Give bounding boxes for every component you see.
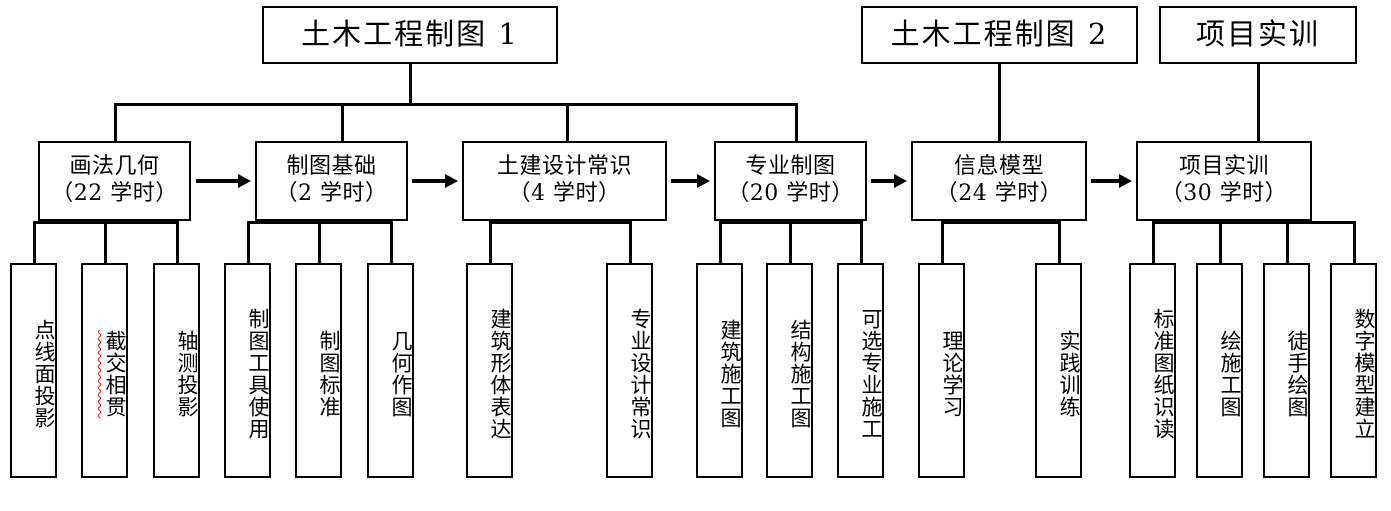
topic-box-digital-model-building[interactable]: 数字模型建立 xyxy=(1330,263,1377,478)
module-box-professional-drawing[interactable]: 专业制图 （20 学时） xyxy=(714,141,867,221)
course-box-project-training[interactable]: 项目实训 xyxy=(1159,6,1357,64)
module-box-information-model[interactable]: 信息模型 （24 学时） xyxy=(911,141,1087,221)
connector-drop-topic-8 xyxy=(629,221,632,264)
topic-label: 徒手绘图 xyxy=(1285,329,1309,418)
connector-course2-drop xyxy=(998,64,1001,141)
connector-drop-topic-15 xyxy=(1219,221,1222,264)
topic-label: 制图工具使用 xyxy=(246,307,270,440)
module-box-civil-design-knowledge[interactable]: 土建设计常识 （4 学时） xyxy=(462,141,667,221)
connector-bus-module-2 xyxy=(247,221,392,224)
topic-box-practical-training[interactable]: 实践训练 xyxy=(1035,263,1082,478)
topic-label: 数字模型建立 xyxy=(1352,307,1376,440)
topic-label: 轴测投影 xyxy=(175,329,199,418)
connector-course1-drop-2 xyxy=(341,103,344,141)
module-hours: （20 学时） xyxy=(727,181,854,206)
arrow-module4-to-module5 xyxy=(871,174,907,188)
connector-course1-drop-1 xyxy=(114,103,117,141)
topic-box-professional-design-knowledge[interactable]: 专业设计常识 xyxy=(606,263,653,478)
connector-drop-topic-7 xyxy=(489,221,492,264)
topic-label: 标准图纸识读 xyxy=(1151,307,1175,440)
arrow-module1-to-module2 xyxy=(196,174,251,188)
module-hours: （22 学时） xyxy=(51,181,178,206)
module-hours: （4 学时） xyxy=(508,181,621,206)
topic-box-drawing-tool-usage[interactable]: 制图工具使用 xyxy=(224,263,271,478)
module-name: 制图基础 xyxy=(286,154,377,180)
topic-box-drawing-standards[interactable]: 制图标准 xyxy=(295,263,342,478)
connector-bus-module-3 xyxy=(489,221,631,224)
connector-drop-topic-5 xyxy=(318,221,321,264)
arrow-module5-to-module6 xyxy=(1091,174,1132,188)
module-box-descriptive-geometry[interactable]: 画法几何 （22 学时） xyxy=(38,141,191,221)
topic-box-theory-study[interactable]: 理论学习 xyxy=(918,263,965,478)
topic-box-axonometric-projection[interactable]: 轴测投影 xyxy=(153,263,200,478)
course-box-label: 土木工程制图 1 xyxy=(301,17,519,52)
connector-bus-module-6 xyxy=(1152,221,1356,224)
topic-box-architectural-construction-drawing[interactable]: 建筑施工图 xyxy=(696,263,743,478)
topic-box-freehand-drawing[interactable]: 徒手绘图 xyxy=(1263,263,1310,478)
topic-label: 建筑施工图 xyxy=(718,318,742,429)
connector-drop-topic-13 xyxy=(1058,221,1061,264)
topic-label: 理论学习 xyxy=(940,329,964,418)
connector-drop-topic-14 xyxy=(1152,221,1155,264)
course-box-civil-drawing-2[interactable]: 土木工程制图 2 xyxy=(861,6,1138,64)
topic-box-point-line-plane-projection[interactable]: 点线面投影 xyxy=(10,263,57,478)
module-name: 项目实训 xyxy=(1178,154,1269,180)
connector-drop-topic-10 xyxy=(789,221,792,264)
connector-drop-topic-6 xyxy=(390,221,393,264)
connector-bus-module-4 xyxy=(719,221,862,224)
topic-label: 制图标准 xyxy=(317,329,341,418)
topic-label: 截交相贯 xyxy=(103,329,127,418)
module-box-drawing-basics[interactable]: 制图基础 （2 学时） xyxy=(255,141,408,221)
connector-course1-drop-3 xyxy=(566,103,569,141)
connector-drop-topic-11 xyxy=(860,221,863,264)
module-name: 专业制图 xyxy=(745,154,836,180)
module-hours: （30 学时） xyxy=(1160,181,1288,206)
topic-box-draw-construction-drawing[interactable]: 绘施工图 xyxy=(1196,263,1243,478)
arrow-module3-to-module4 xyxy=(671,174,710,188)
topic-label: 实践训练 xyxy=(1057,329,1081,418)
topic-label: 可选专业施工 xyxy=(859,307,883,440)
topic-box-standard-drawing-reading[interactable]: 标准图纸识读 xyxy=(1129,263,1176,478)
topic-label: 绘施工图 xyxy=(1218,329,1242,418)
module-name: 信息模型 xyxy=(953,154,1044,180)
topic-box-optional-professional-construction[interactable]: 可选专业施工 xyxy=(837,263,884,478)
topic-label: 建筑形体表达 xyxy=(488,307,512,440)
topic-label: 专业设计常识 xyxy=(628,307,652,440)
module-name: 土建设计常识 xyxy=(496,154,632,180)
connector-course3-drop xyxy=(1257,64,1260,141)
topic-box-structural-construction-drawing[interactable]: 结构施工图 xyxy=(766,263,813,478)
course-box-civil-drawing-1[interactable]: 土木工程制图 1 xyxy=(262,6,558,64)
connector-bus-module-5 xyxy=(941,221,1061,224)
course-box-label: 项目实训 xyxy=(1195,17,1320,52)
connector-course1-bus xyxy=(114,103,797,106)
topic-box-section-intersection[interactable]: 截交相贯 xyxy=(81,263,128,478)
connector-drop-topic-9 xyxy=(719,221,722,264)
topic-box-architectural-form-expression[interactable]: 建筑形体表达 xyxy=(466,263,513,478)
topic-label: 几何作图 xyxy=(389,329,413,418)
connector-drop-topic-1 xyxy=(33,221,36,264)
connector-drop-topic-17 xyxy=(1353,221,1356,264)
connector-drop-topic-2 xyxy=(104,221,107,264)
topic-label: 点线面投影 xyxy=(32,318,56,429)
module-hours: （2 学时） xyxy=(275,181,388,206)
connector-course1-drop-4 xyxy=(795,103,798,141)
connector-drop-topic-16 xyxy=(1286,221,1289,264)
connector-bus-module-1 xyxy=(33,221,178,224)
topic-label: 结构施工图 xyxy=(788,318,812,429)
module-name: 画法几何 xyxy=(69,154,160,180)
connector-drop-topic-4 xyxy=(247,221,250,264)
arrow-module2-to-module3 xyxy=(412,174,458,188)
module-box-project-training[interactable]: 项目实训 （30 学时） xyxy=(1136,141,1312,221)
connector-drop-topic-3 xyxy=(176,221,179,264)
course-box-label: 土木工程制图 2 xyxy=(890,17,1109,52)
connector-drop-topic-12 xyxy=(941,221,944,264)
topic-box-geometric-construction[interactable]: 几何作图 xyxy=(367,263,414,478)
connector-course1-stem xyxy=(409,64,412,105)
module-hours: （24 学时） xyxy=(935,181,1063,206)
